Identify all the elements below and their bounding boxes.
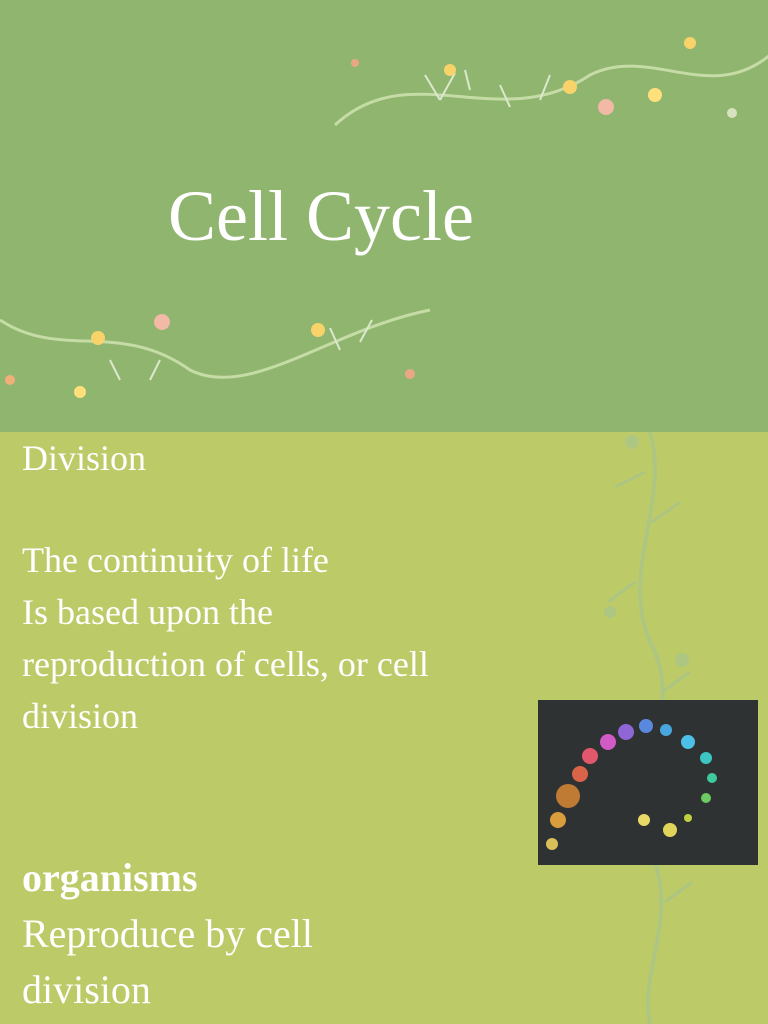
organisms-paragraph: organisms Reproduce by cell division	[22, 850, 313, 1018]
paragraph-line: The continuity of life	[22, 540, 329, 580]
paragraph-line: Is based upon the	[22, 592, 273, 632]
division-heading: Division	[22, 438, 147, 478]
floral-vine-bottom-icon	[0, 308, 431, 398]
slide-title: Cell Cycle	[168, 176, 474, 256]
paragraph-line: division	[22, 696, 139, 736]
organisms-line: division	[22, 967, 151, 1012]
paragraph-line: reproduction of cells, or cell	[22, 644, 429, 684]
organisms-heading: organisms	[22, 855, 198, 900]
title-slide: Cell Cycle	[0, 0, 768, 432]
floral-vine-top-icon	[333, 37, 768, 127]
cell-division-photo	[538, 700, 758, 865]
continuity-paragraph: The continuity of life Is based upon the…	[22, 534, 522, 742]
cell-stage-dots	[546, 719, 717, 850]
organisms-line: Reproduce by cell	[22, 911, 313, 956]
